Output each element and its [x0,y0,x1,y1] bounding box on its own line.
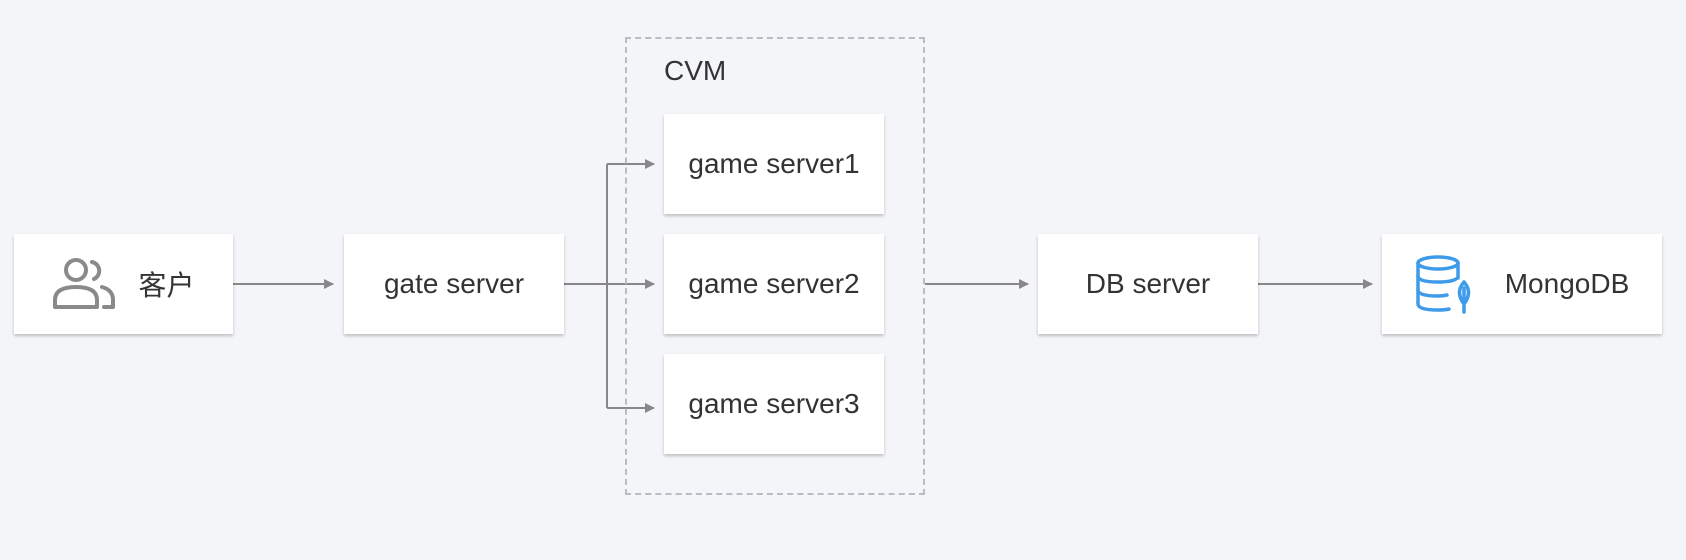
game-server3-node[interactable]: game server3 [664,354,884,454]
gate-server-label: gate server [383,268,525,299]
cvm-group: CVM [625,37,925,495]
mongodb-database-icon [1415,254,1477,314]
db-server-label: DB server [1085,268,1211,299]
client-label: 客户 [138,270,195,301]
game-server1-node[interactable]: game server1 [664,114,884,214]
client-node[interactable]: 客户 [14,234,233,334]
game-server2-label: game server2 [688,268,860,299]
mongodb-label: MongoDB [1504,268,1630,299]
mongodb-node[interactable]: MongoDB [1382,234,1662,334]
users-icon [52,257,116,311]
gate-server-node[interactable]: gate server [344,234,564,334]
db-server-node[interactable]: DB server [1038,234,1258,334]
cvm-group-label: CVM [664,55,727,86]
game-server2-node[interactable]: game server2 [664,234,884,334]
game-server3-label: game server3 [688,388,860,419]
game-server1-label: game server1 [688,148,860,179]
